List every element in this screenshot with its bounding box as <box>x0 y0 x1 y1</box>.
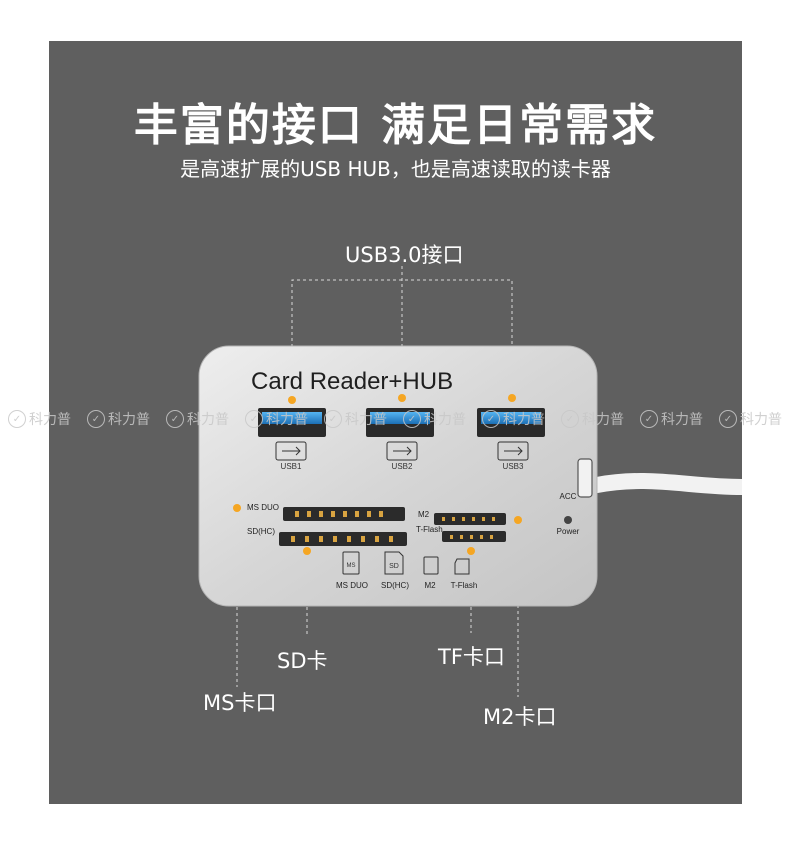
acc-switch <box>577 458 593 498</box>
m2-slot-label: M2 <box>418 510 430 519</box>
sd-callout: SD卡 <box>277 649 328 673</box>
card-icon-label-tf: T-Flash <box>451 581 478 590</box>
watermark-icon: ✓ <box>245 410 263 428</box>
watermark: ✓科力普 <box>640 409 703 429</box>
page-title: 丰富的接口 满足日常需求 <box>133 100 658 151</box>
device-illustration: Card Reader+HUB USB1 USB2 USB3 MS DUO SD… <box>198 266 742 697</box>
device-label: Card Reader+HUB <box>251 368 453 395</box>
page-subtitle: 是高速扩展的USB HUB，也是高速读取的读卡器 <box>180 157 611 181</box>
watermark: ✓科力普 <box>8 409 71 429</box>
ms-callout: MS卡口 <box>203 691 277 715</box>
usb2-label: USB2 <box>392 462 413 471</box>
watermark-icon: ✓ <box>324 410 342 428</box>
m2-slot <box>434 513 506 525</box>
watermark-icon: ✓ <box>640 410 658 428</box>
markers <box>233 394 522 555</box>
watermark-icon: ✓ <box>561 410 579 428</box>
watermark-icon: ✓ <box>166 410 184 428</box>
sd-icon-glyph: SD <box>389 563 399 570</box>
tf-slot <box>442 531 506 542</box>
usb3-label: USB3 <box>503 462 524 471</box>
acc-label: ACC <box>560 492 577 501</box>
card-icon-label-ms: MS DUO <box>336 581 368 590</box>
m2-callout: M2卡口 <box>483 705 557 729</box>
watermark: ✓科力普 <box>166 409 229 429</box>
usb-cable <box>589 473 742 495</box>
sd-hc-slot-label: SD(HC) <box>247 527 275 536</box>
watermark: ✓科力普 <box>482 409 545 429</box>
watermark-icon: ✓ <box>719 410 737 428</box>
watermark-icon: ✓ <box>87 410 105 428</box>
usb-symbols <box>275 441 529 461</box>
watermark: ✓科力普 <box>403 409 466 429</box>
watermark: ✓科力普 <box>87 409 150 429</box>
watermark-icon: ✓ <box>403 410 421 428</box>
power-label: Power <box>557 527 580 536</box>
ms-duo-slot-label: MS DUO <box>247 503 279 512</box>
card-icons <box>342 551 470 575</box>
product-panel: 丰富的接口 满足日常需求 是高速扩展的USB HUB，也是高速读取的读卡器 <box>49 41 742 804</box>
usb-callout: USB3.0接口 <box>345 243 464 267</box>
watermark-icon: ✓ <box>482 410 500 428</box>
watermark: ✓科力普 <box>719 409 782 429</box>
card-icon-label-m2: M2 <box>424 581 436 590</box>
ms-icon-glyph: MS <box>347 563 356 569</box>
watermark: ✓科力普 <box>245 409 308 429</box>
sd-hc-slot <box>279 532 407 546</box>
tf-callout: TF卡口 <box>438 645 505 669</box>
ms-duo-slot <box>283 507 405 521</box>
power-led <box>564 516 572 524</box>
watermark: ✓科力普 <box>324 409 387 429</box>
watermark: ✓科力普 <box>561 409 624 429</box>
tf-slot-label: T-Flash <box>416 525 443 534</box>
card-icon-label-sd: SD(HC) <box>381 581 409 590</box>
usb-port-1 <box>258 408 326 437</box>
usb1-label: USB1 <box>281 462 302 471</box>
watermark-icon: ✓ <box>8 410 26 428</box>
